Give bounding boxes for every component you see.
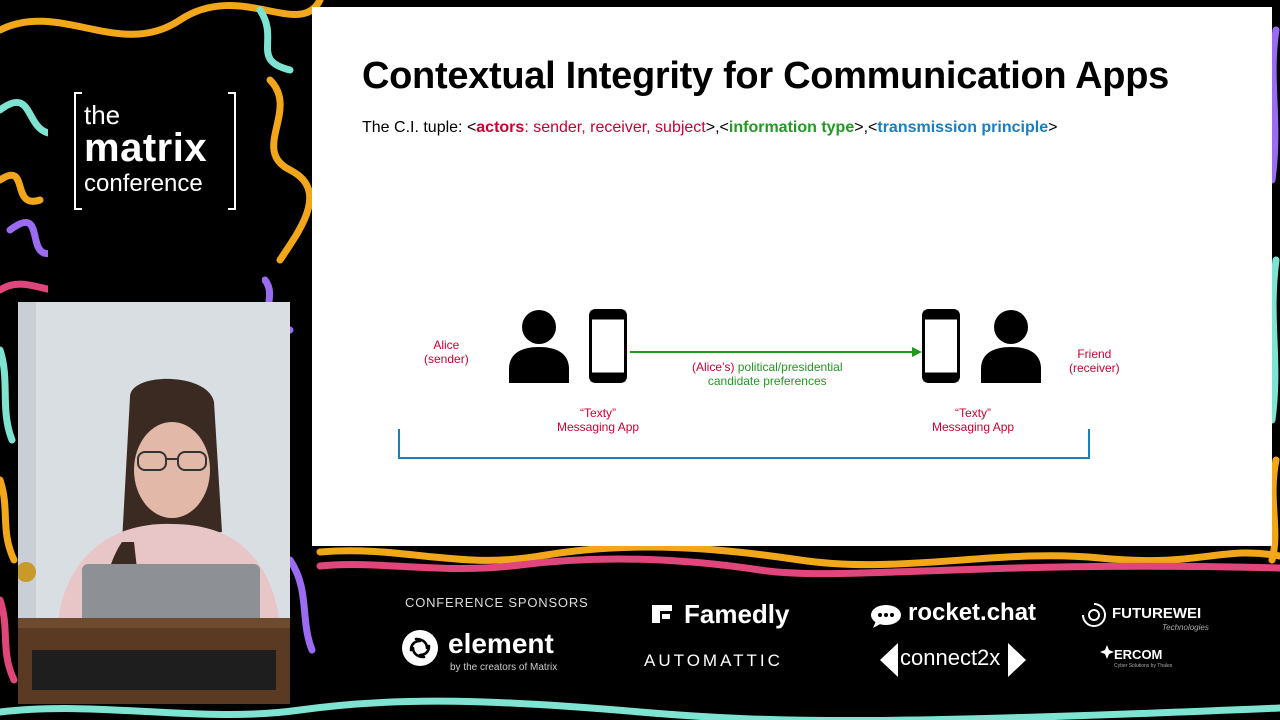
presentation-slide: Contextual Integrity for Communication A…: [312, 7, 1272, 546]
slide-title: Contextual Integrity for Communication A…: [362, 55, 1169, 97]
logo-the: the: [84, 100, 121, 130]
receiver-app-type: Messaging App: [932, 420, 1015, 434]
matrix-conference-logo: the matrix conference: [74, 92, 236, 210]
logo-conference: conference: [84, 170, 203, 197]
person-icon: [981, 310, 1041, 383]
sender-label: Alice (sender): [424, 338, 469, 366]
receiver-app-name: “Texty”: [955, 406, 992, 420]
tuple-prefix: The C.I. tuple: <: [362, 119, 477, 136]
logo-bracket-right: [228, 92, 236, 210]
tuple-separator-2: >,<: [854, 119, 878, 136]
sender-role: (sender): [424, 352, 469, 366]
phone-icon: [922, 309, 960, 383]
chevron-left-icon: [880, 643, 898, 677]
speaker-video: [18, 302, 290, 704]
tuple-actors-label: actors: [476, 119, 525, 136]
phone-icon: [589, 309, 627, 383]
chevron-right-icon: [1008, 643, 1026, 677]
element-tagline: by the creators of Matrix: [450, 662, 558, 673]
flow-line2: candidate preferences: [707, 374, 827, 388]
connect2x-name: connect2x: [900, 645, 1001, 670]
sender-app-name: “Texty”: [580, 406, 617, 420]
logo-matrix: matrix: [84, 126, 208, 170]
sender-name: Alice: [433, 338, 460, 352]
receiver-label: Friend (receiver): [1069, 347, 1120, 375]
tuple-suffix: >: [1048, 119, 1058, 136]
ercom-sub: Cyber Solutions by Thales: [1114, 663, 1173, 669]
tuple-information-type: information type: [728, 119, 855, 136]
sponsors-heading: CONFERENCE SPONSORS: [405, 595, 589, 610]
tuple-separator-1: >,<: [705, 119, 729, 136]
person-icon: [509, 310, 569, 383]
receiver-role: (receiver): [1069, 361, 1120, 375]
rocketchat-logo-icon: [871, 605, 901, 628]
ci-tuple-line: The C.I. tuple: <actors: sender, receive…: [362, 119, 1057, 137]
ercom-name: ERCOM: [1114, 647, 1163, 662]
ercom-logo-icon: [1100, 645, 1114, 659]
tuple-actors-list: : sender, receiver, subject: [524, 119, 706, 136]
receiver-app-label: “Texty” Messaging App: [932, 406, 1014, 434]
context-bracket: [398, 429, 1090, 459]
logo-backdrop: [48, 60, 262, 300]
flow-arrow: [630, 347, 922, 357]
flow-line1: political/presidential: [734, 360, 843, 374]
futurewei-name: FUTUREWEI: [1112, 605, 1202, 622]
sender-app-label: “Texty” Messaging App: [557, 406, 639, 434]
receiver-name: Friend: [1077, 347, 1112, 361]
sponsors-panel: CONFERENCE SPONSORS element by the creat…: [312, 575, 1272, 695]
automattic-name: AUTOMATTIC: [644, 651, 783, 670]
tuple-transmission-principle: transmission principle: [877, 119, 1049, 136]
element-name: element: [448, 628, 554, 659]
famedly-name: Famedly: [684, 599, 790, 629]
futurewei-logo-icon: [1082, 603, 1106, 627]
sender-app-type: Messaging App: [557, 420, 640, 434]
rocketchat-name: rocket.chat: [908, 599, 1037, 626]
element-logo-icon: [402, 630, 438, 666]
speaker-illustration: [18, 302, 290, 704]
futurewei-sub: Technologies: [1162, 623, 1209, 632]
famedly-logo-icon: [652, 605, 672, 623]
information-flow-label: (Alice’s) political/presidential candida…: [692, 360, 843, 388]
flow-subject: (Alice’s): [692, 360, 735, 374]
logo-bracket-left: [74, 92, 82, 210]
